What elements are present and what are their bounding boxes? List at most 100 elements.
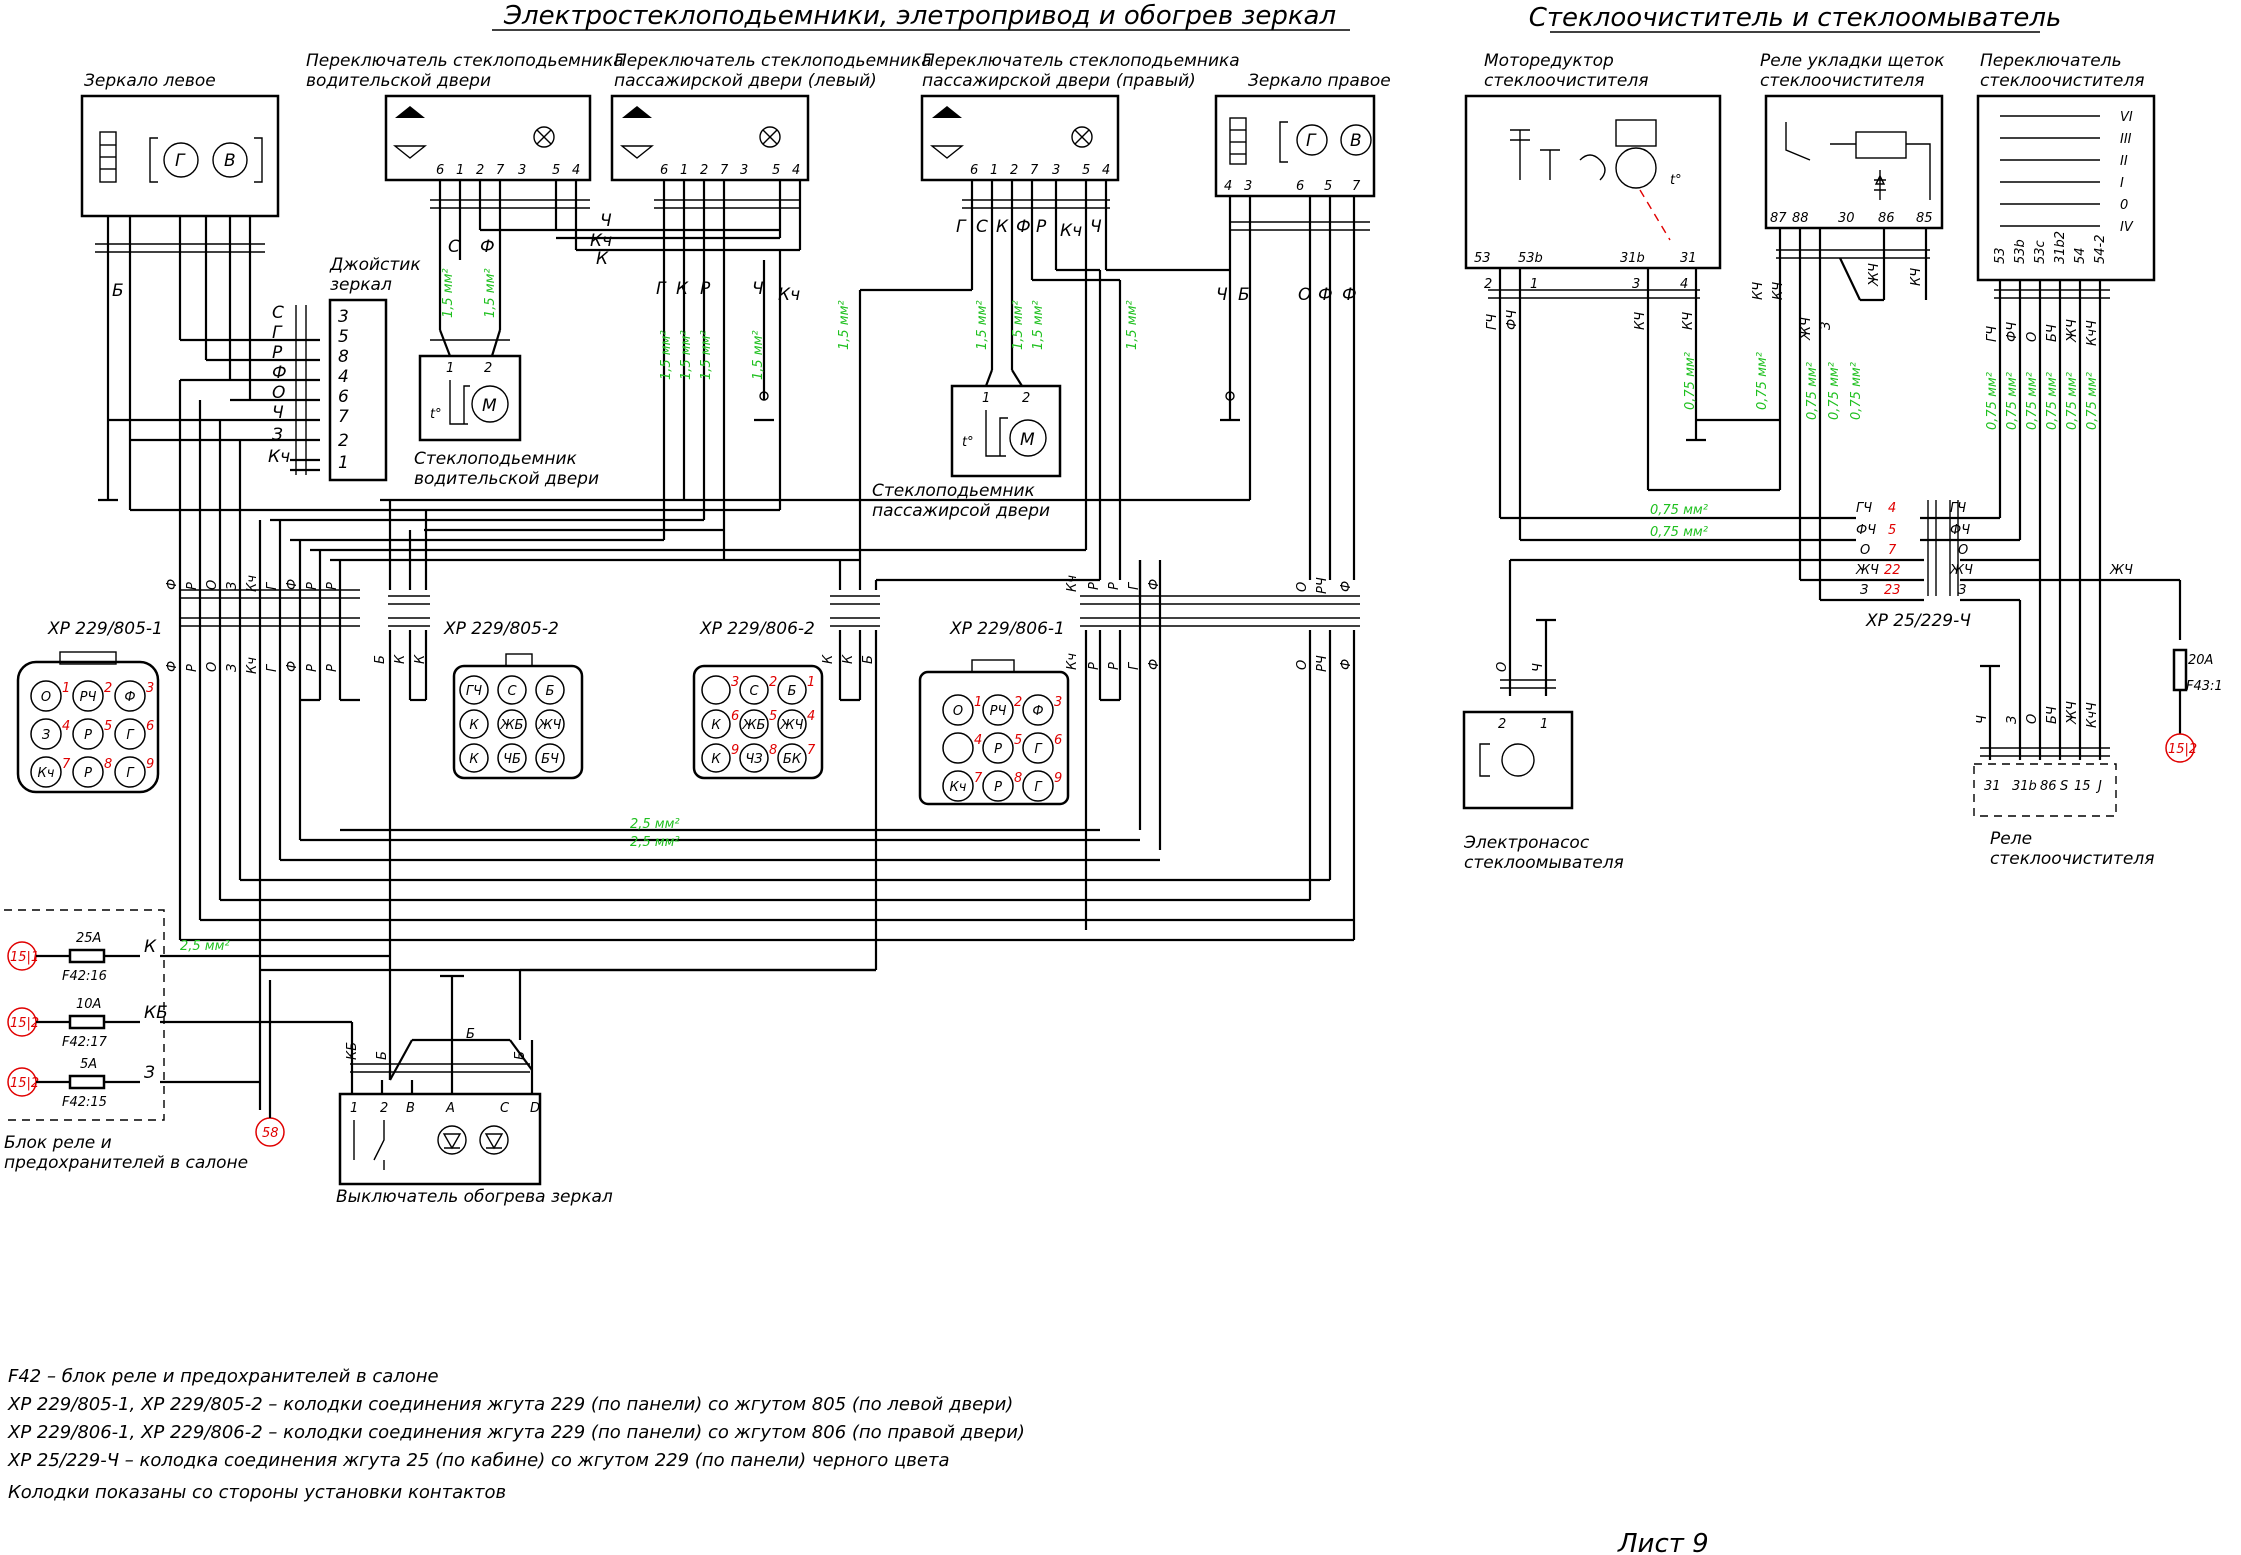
- fuse-f43-1: [2172, 648, 2188, 692]
- svg-text:1,5 мм²: 1,5 мм²: [1011, 300, 1026, 350]
- connector-pin-number: 6: [146, 719, 154, 734]
- svg-text:6: 6: [436, 163, 444, 178]
- svg-text:Реле: Реле: [1990, 829, 2032, 849]
- connector-pin: [942, 694, 974, 726]
- arrow-down-icon: [620, 145, 654, 159]
- svg-text:Ф: Ф: [1339, 581, 1354, 592]
- svg-text:1: 1: [990, 163, 998, 178]
- svg-text:РЧ: РЧ: [1315, 577, 1330, 594]
- svg-text:З: З: [1860, 583, 1868, 598]
- svg-text:1,5 мм²: 1,5 мм²: [659, 330, 674, 380]
- svg-text:88: 88: [1792, 211, 1809, 226]
- connector-pin-label: С: [749, 684, 759, 699]
- svg-text:0,75 мм²: 0,75 мм²: [1985, 372, 2000, 430]
- svg-text:0,75 мм²: 0,75 мм²: [1650, 525, 1708, 540]
- connector-pin-label: Б: [788, 684, 797, 699]
- connector-pin: [72, 756, 104, 788]
- connector-pin: [535, 675, 565, 705]
- connector-pin: [1022, 770, 1054, 802]
- svg-text:7: 7: [1352, 179, 1361, 194]
- svg-text:2: 2: [1498, 717, 1506, 732]
- svg-text:t°: t°: [962, 435, 974, 450]
- arrow-down-icon: [930, 145, 964, 159]
- connector-pin-number: 9: [731, 743, 739, 758]
- svg-text:В: В: [1350, 131, 1362, 151]
- motor-icon: [1615, 147, 1657, 189]
- connector-pin-number: 7: [807, 743, 816, 758]
- svg-text:К: К: [144, 937, 157, 957]
- svg-text:З: З: [144, 1063, 155, 1083]
- svg-text:водительской двери: водительской двери: [306, 71, 491, 91]
- svg-text:Г: Г: [1127, 661, 1142, 670]
- svg-text:4: 4: [792, 163, 800, 178]
- svg-text:53c: 53c: [2033, 240, 2048, 264]
- svg-text:0,75 мм²: 0,75 мм²: [1827, 362, 1842, 420]
- wiper-switch: Переключатель стеклоочистителя VIIIIIII0…: [1976, 51, 2156, 282]
- svg-text:15: 15: [2074, 779, 2091, 794]
- svg-text:КЧ: КЧ: [1681, 312, 1696, 330]
- svg-text:пассажирской двери (левый): пассажирской двери (левый): [614, 71, 877, 91]
- xp805-1-connector: ХР 229/805-1 Ф Р О З Кч Г Ф Р Р Ф Р О З …: [47, 575, 360, 674]
- svg-text:15|2: 15|2: [10, 1016, 39, 1031]
- led-icon: [437, 1125, 467, 1155]
- svg-text:1: 1: [456, 163, 464, 178]
- svg-text:Р: Р: [1036, 217, 1047, 237]
- svg-text:5: 5: [552, 163, 560, 178]
- svg-text:Моторедуктор: Моторедуктор: [1484, 51, 1614, 71]
- connector-pin: [982, 732, 1014, 764]
- motor-g-icon: [163, 142, 199, 178]
- svg-text:8: 8: [338, 347, 349, 367]
- svg-text:Электронасос: Электронасос: [1463, 833, 1590, 853]
- svg-text:7: 7: [1030, 163, 1039, 178]
- svg-text:1,5 мм²: 1,5 мм²: [1125, 300, 1140, 350]
- svg-text:Переключатель стеклоподьемника: Переключатель стеклоподьемника: [306, 51, 624, 71]
- svg-text:23: 23: [1884, 583, 1901, 598]
- svg-text:О: О: [205, 662, 220, 672]
- connector-pin-label: К: [711, 752, 721, 767]
- svg-text:КчЧ: КчЧ: [2085, 320, 2100, 346]
- connector-pin-label: ЧЗ: [745, 752, 762, 767]
- switch-position-label: IV: [2120, 220, 2134, 235]
- svg-text:0,75 мм²: 0,75 мм²: [1755, 352, 1770, 410]
- svg-text:О: О: [1298, 285, 1311, 305]
- heater-element-icon: [1229, 117, 1247, 165]
- svg-text:ХР 229/806-1, ХР 229/806-2 – к: ХР 229/806-1, ХР 229/806-2 – колодки сое…: [7, 1422, 1025, 1443]
- svg-text:1,5 мм²: 1,5 мм²: [441, 268, 456, 318]
- heater-switch: 1 2 В А С D Выключатель обогрева зеркал: [336, 1092, 613, 1207]
- joystick-mirrors: Джойстик зеркал 3 5 8 4 6 7 2 1 С Г Р Ф …: [108, 255, 421, 482]
- svg-text:ГЧ: ГЧ: [1950, 501, 1966, 516]
- connector-pin-number: 1: [807, 675, 815, 690]
- svg-text:15|1: 15|1: [10, 950, 39, 965]
- svg-text:2: 2: [700, 163, 708, 178]
- svg-text:О: О: [1295, 660, 1310, 670]
- connector-pin: [701, 675, 731, 705]
- washer-pump: 2 1 Электронасос стеклоомывателя: [1462, 710, 1624, 873]
- svg-text:К: К: [996, 217, 1009, 237]
- svg-text:О: О: [1295, 582, 1310, 592]
- svg-text:3: 3: [338, 307, 349, 327]
- svg-text:5: 5: [338, 327, 349, 347]
- svg-text:30: 30: [1838, 211, 1855, 226]
- connector-pin-label: Ф: [1032, 704, 1043, 719]
- connector-pin: [942, 770, 974, 802]
- mirror-right: Зеркало правое Г В 4 3 6 5 7: [1214, 71, 1391, 198]
- connector-pin-label: Р: [994, 742, 1002, 757]
- connector-pin: [114, 718, 146, 750]
- svg-text:З: З: [1958, 583, 1966, 598]
- svg-text:31b2: 31b2: [2053, 231, 2068, 264]
- connector-pin-label: С: [507, 684, 517, 699]
- switch-driver-pins: 6 1 2 7 3 5 4: [436, 163, 580, 178]
- svg-text:В: В: [406, 1101, 415, 1116]
- connector-pin: [535, 743, 565, 773]
- svg-text:54: 54: [2073, 247, 2088, 264]
- relay-coil-icon: [1855, 131, 1907, 159]
- svg-text:Ф: Ф: [1339, 659, 1354, 670]
- svg-text:КчЧ: КчЧ: [2085, 702, 2100, 728]
- motor-icon: [471, 385, 509, 423]
- connector-pin-number: 5: [104, 719, 112, 734]
- connector-pin-number: 7: [62, 757, 71, 772]
- svg-text:Г: Г: [1127, 581, 1142, 590]
- circle-58: 58: [255, 1117, 285, 1147]
- svg-text:1: 1: [1540, 717, 1548, 732]
